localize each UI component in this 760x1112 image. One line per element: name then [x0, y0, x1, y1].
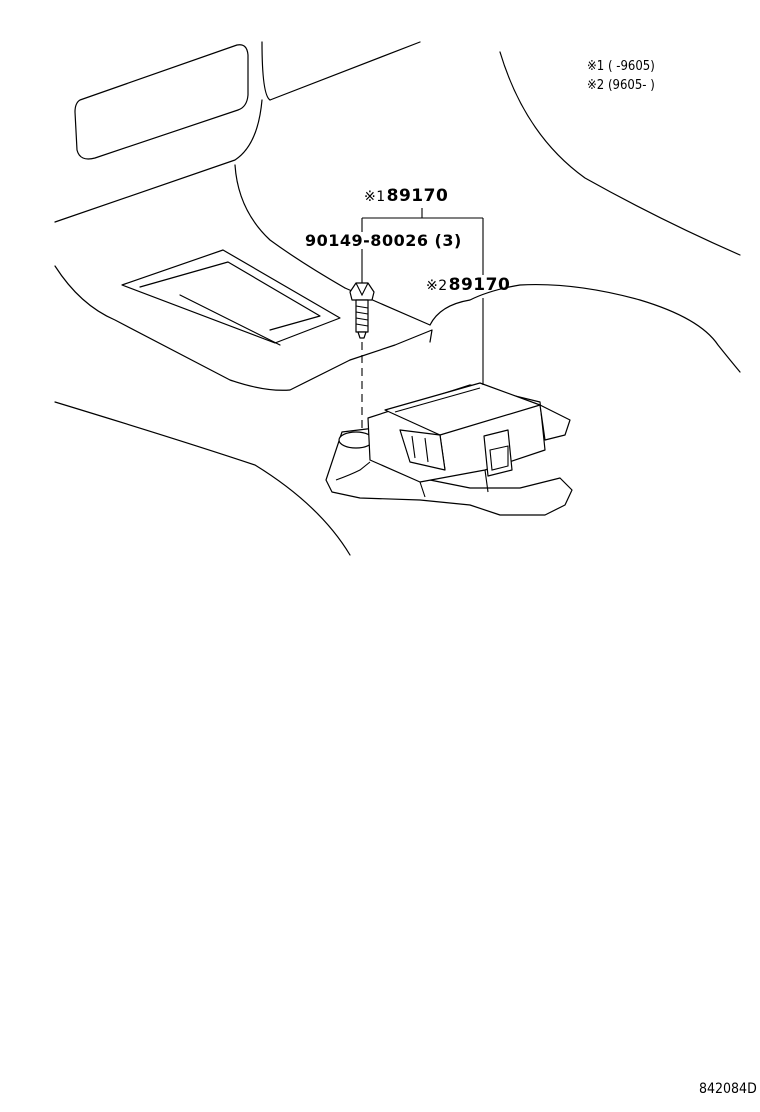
part-callout-2: ※289170 [426, 277, 510, 294]
part-callout-1: ※189170 [364, 188, 448, 205]
bolt-screw [349, 282, 375, 339]
part-callout-1-mark: ※1 [364, 189, 386, 205]
airbag-sensor-assembly [325, 382, 573, 516]
part-callout-1-number: 89170 [386, 186, 449, 206]
callout-leader-lines [361, 208, 484, 385]
bolt-callout: 90149-80026 (3) [305, 231, 462, 250]
part-callout-2-number: 89170 [448, 275, 511, 295]
part-callout-2-mark: ※2 [426, 278, 448, 294]
drawing-code: 842084D [699, 1081, 757, 1097]
legend-note-2: ※2 (9605- ) [587, 78, 655, 93]
legend-note-1: ※1 ( -9605) [587, 59, 655, 74]
